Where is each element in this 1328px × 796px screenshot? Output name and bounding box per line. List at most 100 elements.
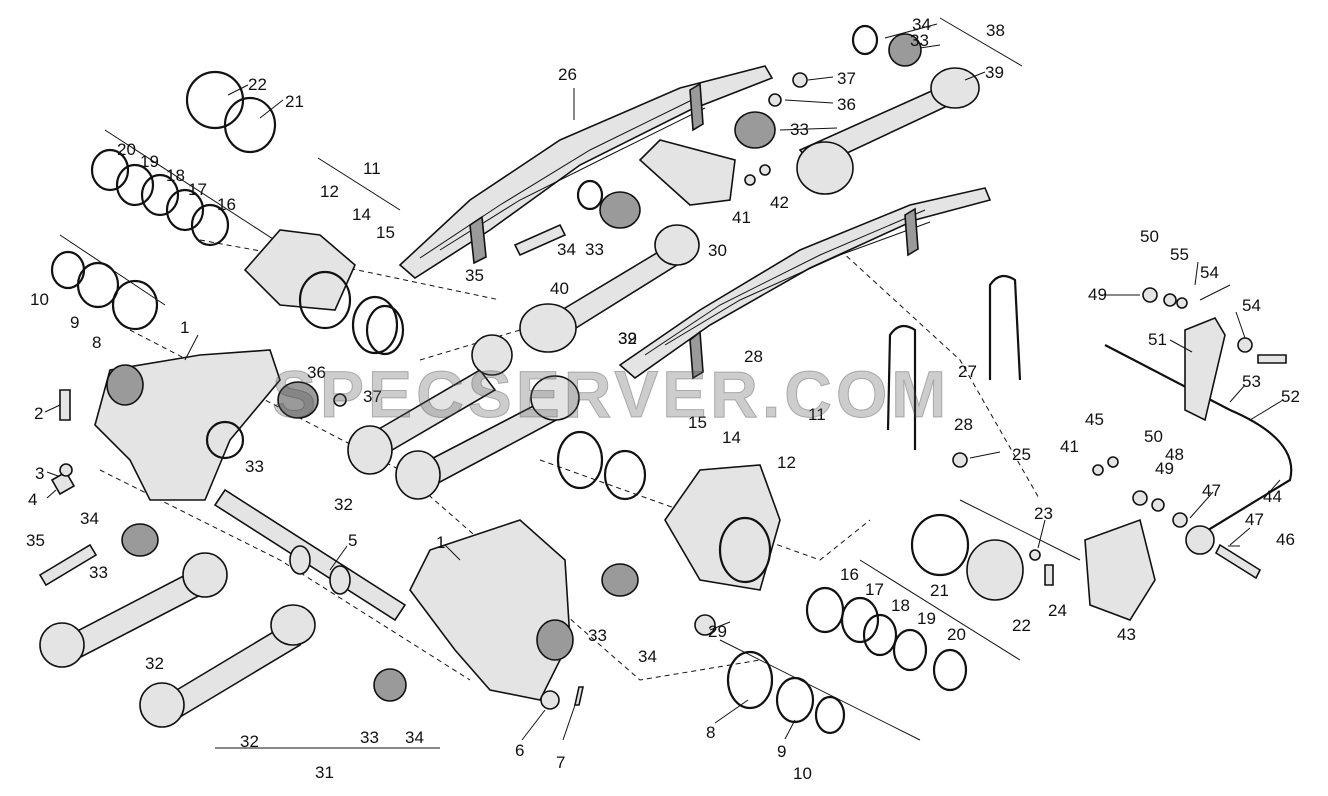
part-label: 33 bbox=[585, 240, 604, 259]
part-label: 53 bbox=[1242, 372, 1261, 391]
part-label: 4 bbox=[28, 490, 37, 509]
part-label: 11 bbox=[363, 159, 381, 178]
part-label: 35 bbox=[465, 266, 484, 285]
part-label: 11 bbox=[808, 405, 826, 424]
part-label: 5 bbox=[348, 531, 357, 550]
part-label: 41 bbox=[1060, 437, 1079, 456]
axle-shaft bbox=[213, 488, 407, 622]
part-label: 33 bbox=[89, 563, 108, 582]
part-label: 54 bbox=[1242, 296, 1261, 315]
part-label: 47 bbox=[1245, 510, 1264, 529]
leaf-spring-lower bbox=[618, 187, 992, 380]
part-label: 9 bbox=[777, 742, 786, 761]
part-label: 10 bbox=[793, 764, 812, 783]
part-label: 22 bbox=[1012, 616, 1031, 635]
leaf-spring-upper bbox=[398, 65, 774, 279]
part-label: 43 bbox=[1117, 625, 1136, 644]
u-bolts bbox=[886, 274, 1022, 450]
part-label: 50 bbox=[1140, 227, 1159, 246]
watermark: SPECSERVER.COM bbox=[271, 357, 951, 432]
part-label: 20 bbox=[947, 625, 966, 644]
part-label: 10 bbox=[30, 290, 49, 309]
part-label: 27 bbox=[958, 362, 977, 381]
part-label: 16 bbox=[217, 195, 236, 214]
part-label: 48 bbox=[1165, 445, 1184, 464]
part-label: 41 bbox=[732, 208, 751, 227]
part-label: 18 bbox=[166, 166, 185, 185]
part-label: 20 bbox=[117, 140, 136, 159]
part-label: 2 bbox=[34, 404, 43, 423]
part-label: 49 bbox=[1088, 285, 1107, 304]
part-label: 29 bbox=[708, 622, 727, 641]
part-label: 33 bbox=[790, 120, 809, 139]
part-label: 26 bbox=[558, 65, 577, 84]
part-label: 1 bbox=[180, 318, 189, 337]
part-label: 6 bbox=[515, 741, 524, 760]
part-label: 16 bbox=[840, 565, 859, 584]
fasteners bbox=[38, 72, 1287, 710]
part-label: 36 bbox=[837, 95, 856, 114]
part-label: 1 bbox=[436, 533, 445, 552]
label-leaders bbox=[44, 23, 1284, 741]
part-label: 30 bbox=[708, 241, 727, 260]
part-label: 28 bbox=[954, 415, 973, 434]
part-label: 21 bbox=[285, 92, 304, 111]
part-label: 47 bbox=[1202, 481, 1221, 500]
part-label: 39 bbox=[985, 63, 1004, 82]
part-label: 14 bbox=[722, 428, 741, 447]
part-label: 52 bbox=[1281, 387, 1300, 406]
part-label: 42 bbox=[770, 193, 789, 212]
part-label: 12 bbox=[320, 182, 339, 201]
part-label: 33 bbox=[588, 626, 607, 645]
part-label: 37 bbox=[363, 387, 382, 406]
part-label: 19 bbox=[917, 609, 936, 628]
trunnion-brackets bbox=[94, 139, 781, 701]
part-label: 32 bbox=[240, 732, 259, 751]
part-label: 36 bbox=[307, 363, 326, 382]
part-label: 51 bbox=[1148, 330, 1167, 349]
part-labels: 1 1 2 3 4 5 6 7 8 8 9 9 10 10 11 11 12 1… bbox=[26, 15, 1300, 783]
part-label: 40 bbox=[550, 279, 569, 298]
part-label: 9 bbox=[70, 313, 79, 332]
part-label: 3 bbox=[35, 464, 44, 483]
part-label: 18 bbox=[891, 596, 910, 615]
part-label: 12 bbox=[777, 453, 796, 472]
part-label: 31 bbox=[315, 763, 334, 782]
part-label: 8 bbox=[92, 333, 101, 352]
part-label: 44 bbox=[1263, 487, 1282, 506]
part-label: 55 bbox=[1170, 245, 1189, 264]
part-label: 7 bbox=[556, 753, 565, 772]
part-label: 35 bbox=[26, 531, 45, 550]
part-label: 34 bbox=[80, 509, 99, 528]
part-label: 8 bbox=[706, 723, 715, 742]
part-label: 32 bbox=[145, 654, 164, 673]
part-label: 34 bbox=[557, 240, 576, 259]
stabilizer-bar bbox=[1084, 317, 1293, 621]
part-label: 15 bbox=[688, 413, 707, 432]
part-label: 38 bbox=[986, 21, 1005, 40]
part-label: 32 bbox=[334, 495, 353, 514]
part-label: 24 bbox=[1048, 601, 1067, 620]
part-label: 22 bbox=[248, 75, 267, 94]
part-label: 45 bbox=[1085, 410, 1104, 429]
reactive-rods bbox=[39, 67, 980, 728]
part-label: 33 bbox=[245, 457, 264, 476]
part-label: 54 bbox=[1200, 263, 1219, 282]
rings-seals bbox=[50, 24, 1024, 735]
part-label: 32 bbox=[618, 329, 637, 348]
part-label: 19 bbox=[140, 152, 159, 171]
part-label: 15 bbox=[376, 223, 395, 242]
part-label: 46 bbox=[1276, 530, 1295, 549]
part-label: 23 bbox=[1034, 504, 1053, 523]
part-label: 14 bbox=[352, 205, 371, 224]
part-label: 39 bbox=[618, 329, 637, 348]
part-label: 17 bbox=[865, 580, 884, 599]
part-label: 21 bbox=[930, 581, 949, 600]
part-label: 34 bbox=[638, 647, 657, 666]
part-label: 28 bbox=[744, 347, 763, 366]
bushings bbox=[121, 33, 922, 702]
part-label: 33 bbox=[360, 728, 379, 747]
part-label: 34 bbox=[912, 15, 931, 34]
part-label: 17 bbox=[188, 180, 207, 199]
